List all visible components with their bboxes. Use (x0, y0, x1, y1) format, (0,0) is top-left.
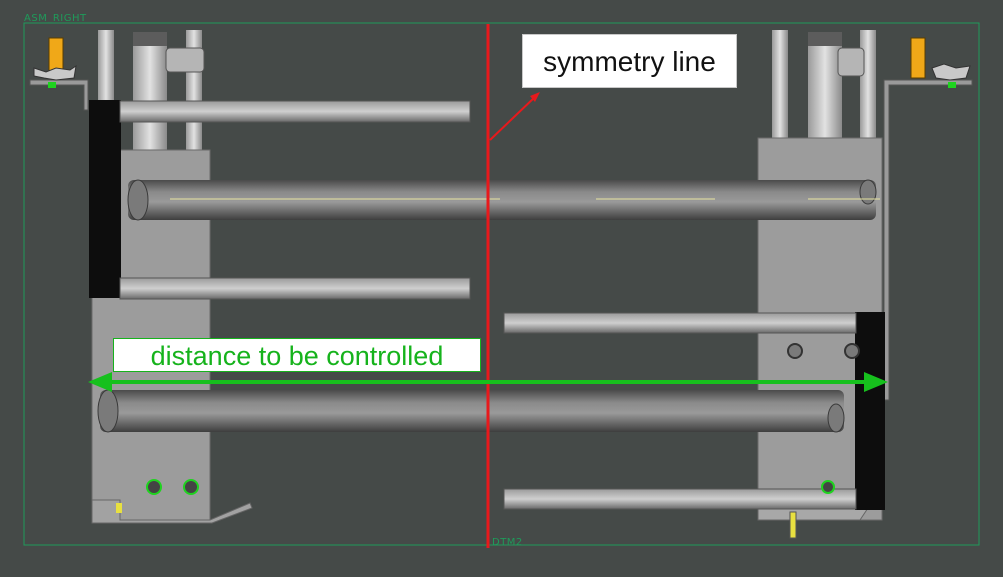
right-rail-upper (503, 312, 857, 334)
right-knob (837, 47, 865, 77)
left-column-cap (133, 32, 167, 46)
dimension-arrowhead-left (88, 372, 112, 392)
left-yellow-pin (116, 503, 122, 513)
right-nut (821, 480, 835, 494)
right-corner-bracket (883, 79, 973, 401)
left-nut-1 (146, 479, 162, 495)
left-black-bracket (89, 100, 121, 298)
distance-callout: distance to be controlled (113, 338, 481, 372)
right-yellow-pin (789, 511, 797, 539)
assembly-label: ASM_RIGHT (24, 13, 87, 24)
left-column-cylinder (133, 36, 167, 156)
datum-label: DTM2 (492, 537, 523, 548)
symmetry-leader (489, 95, 537, 141)
left-corner-bracket (29, 79, 89, 111)
left-clip-green (48, 82, 56, 88)
right-column-cap (808, 32, 842, 46)
right-rod-1 (772, 30, 788, 140)
right-black-bracket (855, 312, 885, 510)
left-rail-upper (119, 100, 471, 123)
right-bolt-1 (787, 343, 803, 359)
dimension-arrowhead-right (864, 372, 888, 392)
lower-shaft-end-left (97, 389, 119, 433)
right-clip-green (948, 82, 956, 88)
symmetry-leader-arrowhead (530, 92, 540, 102)
lower-shaft-end-right (827, 403, 845, 433)
upper-shaft-end-right (859, 179, 877, 205)
assembly-frame (23, 22, 980, 546)
right-orange-tag (910, 37, 926, 79)
left-rail-lower (119, 277, 471, 300)
left-nut-2 (183, 479, 199, 495)
symmetry-line-callout: symmetry line (522, 34, 737, 88)
right-rail-lower (503, 488, 857, 510)
left-clip (33, 64, 77, 81)
right-column-cylinder (808, 36, 842, 140)
upper-shaft-end-left (127, 179, 149, 221)
right-bolt-2 (844, 343, 860, 359)
upper-shaft (128, 180, 876, 220)
lower-shaft (100, 390, 844, 432)
left-rod-1 (98, 30, 114, 105)
right-clip (931, 63, 971, 81)
left-knob (165, 47, 205, 73)
right-rod-2 (860, 30, 876, 140)
